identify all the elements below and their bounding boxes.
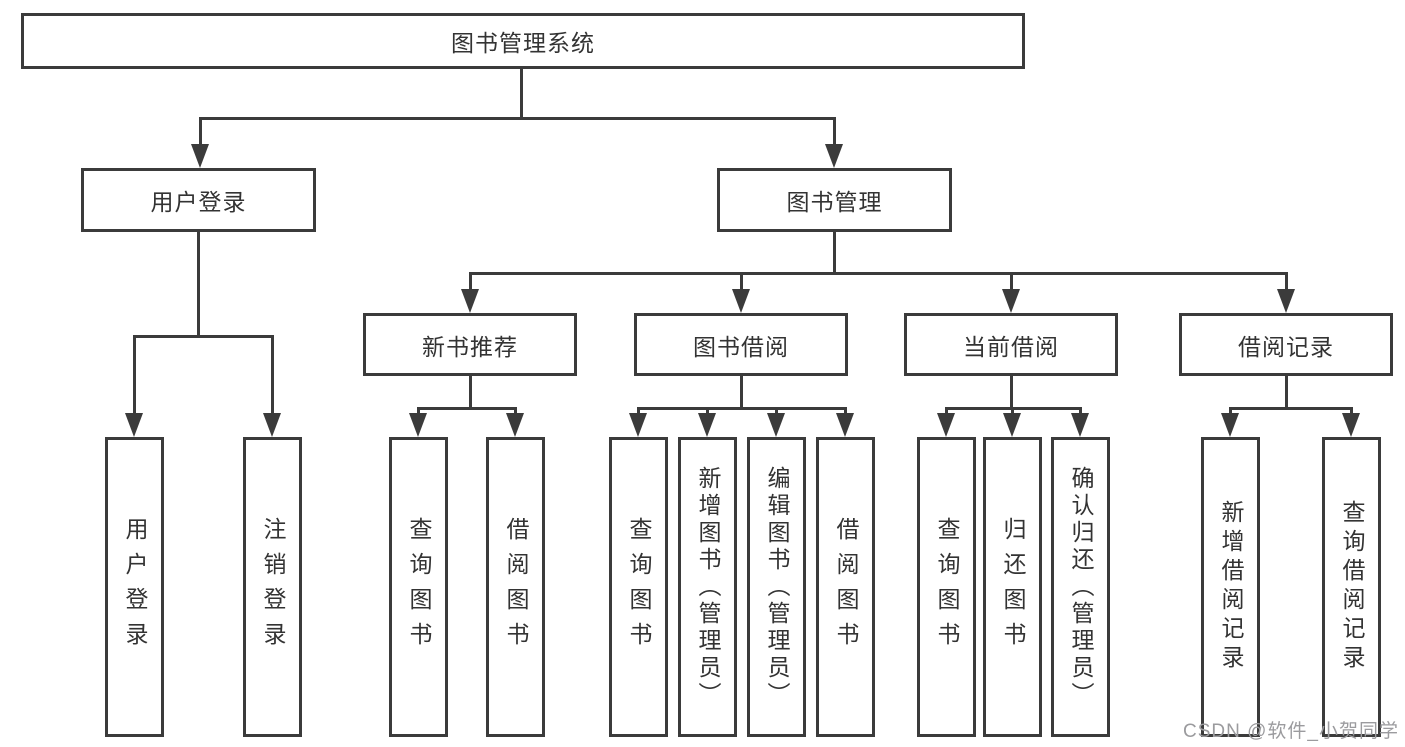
node-book-borrow: 图书借阅 bbox=[634, 313, 848, 376]
leaf-add-borrow-record: 新增借阅记录 bbox=[1201, 437, 1260, 737]
leaf-newbook-borrow-books-label: 借阅图书 bbox=[503, 517, 529, 657]
leaf-newbook-query-books: 查询图书 bbox=[389, 437, 448, 737]
leaf-confirm-return-admin: 确认归还（管理员） bbox=[1051, 437, 1110, 737]
connector-vline bbox=[706, 407, 709, 413]
node-root: 图书管理系统 bbox=[21, 13, 1025, 69]
node-book-management-label: 图书管理 bbox=[786, 189, 883, 215]
arrow-down-icon bbox=[698, 413, 716, 437]
node-book-borrow-label: 图书借阅 bbox=[693, 333, 789, 360]
connector-vline bbox=[520, 67, 523, 117]
node-borrow-records-label: 借阅记录 bbox=[1238, 333, 1334, 360]
arrow-down-icon bbox=[629, 413, 647, 437]
leaf-return-books: 归还图书 bbox=[983, 437, 1042, 737]
watermark: CSDN @软件_小贺同学 bbox=[1183, 721, 1399, 742]
connector-vline bbox=[1010, 272, 1013, 289]
leaf-add-borrow-record-label: 新增借阅记录 bbox=[1218, 500, 1244, 674]
connector-vline bbox=[1011, 407, 1014, 413]
connector-vline bbox=[775, 407, 778, 413]
node-new-book-recommend-label: 新书推荐 bbox=[422, 333, 518, 360]
connector-vline bbox=[1229, 407, 1232, 413]
leaf-borrow-books: 借阅图书 bbox=[816, 437, 875, 737]
arrow-down-icon bbox=[191, 144, 209, 168]
connector-vline bbox=[637, 407, 640, 413]
leaf-return-books-label: 归还图书 bbox=[1000, 517, 1026, 657]
connector-vline bbox=[469, 272, 472, 289]
leaf-borrow-query-books: 查询图书 bbox=[609, 437, 668, 737]
arrow-down-icon bbox=[409, 413, 427, 437]
node-user-login-label: 用户登录 bbox=[150, 189, 247, 215]
arrow-down-icon bbox=[1221, 413, 1239, 437]
connector-vline bbox=[199, 117, 202, 144]
node-borrow-records: 借阅记录 bbox=[1179, 313, 1393, 376]
connector-hline bbox=[199, 117, 836, 120]
arrow-down-icon bbox=[732, 289, 750, 313]
connector-vline bbox=[1285, 272, 1288, 289]
leaf-newbook-borrow-books: 借阅图书 bbox=[486, 437, 545, 737]
node-new-book-recommend: 新书推荐 bbox=[363, 313, 577, 376]
connector-vline bbox=[1010, 374, 1013, 407]
connector-vline bbox=[945, 407, 948, 413]
leaf-edit-books-admin-label: 编辑图书（管理员） bbox=[764, 465, 790, 709]
arrow-down-icon bbox=[767, 413, 785, 437]
leaf-user-login-label: 用户登录 bbox=[122, 517, 148, 657]
node-user-login: 用户登录 bbox=[81, 168, 316, 232]
leaf-current-query-books: 查询图书 bbox=[917, 437, 976, 737]
connector-vline bbox=[740, 374, 743, 407]
arrow-down-icon bbox=[506, 413, 524, 437]
leaf-user-login: 用户登录 bbox=[105, 437, 164, 737]
leaf-newbook-query-books-label: 查询图书 bbox=[406, 517, 432, 657]
arrow-down-icon bbox=[1342, 413, 1360, 437]
node-current-borrow: 当前借阅 bbox=[904, 313, 1118, 376]
arrow-down-icon bbox=[461, 289, 479, 313]
connector-vline bbox=[417, 407, 420, 413]
connector-vline bbox=[1350, 407, 1353, 413]
connector-hline bbox=[133, 335, 274, 338]
connector-hline bbox=[1229, 407, 1353, 410]
arrow-down-icon bbox=[836, 413, 854, 437]
leaf-borrow-books-label: 借阅图书 bbox=[833, 517, 859, 657]
connector-vline bbox=[833, 117, 836, 144]
arrow-down-icon bbox=[937, 413, 955, 437]
arrow-down-icon bbox=[1003, 413, 1021, 437]
leaf-query-borrow-record: 查询借阅记录 bbox=[1322, 437, 1381, 737]
arrow-down-icon bbox=[125, 413, 143, 437]
arrow-down-icon bbox=[1277, 289, 1295, 313]
leaf-add-books-admin-label: 新增图书（管理员） bbox=[695, 465, 721, 709]
connector-hline bbox=[637, 407, 847, 410]
connector-vline bbox=[844, 407, 847, 413]
connector-hline bbox=[417, 407, 517, 410]
leaf-logout: 注销登录 bbox=[243, 437, 302, 737]
connector-vline bbox=[133, 335, 136, 413]
node-current-borrow-label: 当前借阅 bbox=[963, 333, 1059, 360]
connector-vline bbox=[469, 374, 472, 407]
connector-vline bbox=[271, 335, 274, 413]
leaf-logout-label: 注销登录 bbox=[260, 517, 286, 657]
connector-vline bbox=[833, 231, 836, 272]
arrow-down-icon bbox=[1071, 413, 1089, 437]
node-book-management: 图书管理 bbox=[717, 168, 952, 232]
leaf-current-query-books-label: 查询图书 bbox=[934, 517, 960, 657]
connector-vline bbox=[197, 231, 200, 335]
arrow-down-icon bbox=[263, 413, 281, 437]
connector-vline bbox=[740, 272, 743, 289]
leaf-query-borrow-record-label: 查询借阅记录 bbox=[1339, 500, 1365, 674]
connector-vline bbox=[1079, 407, 1082, 413]
arrow-down-icon bbox=[825, 144, 843, 168]
leaf-borrow-query-books-label: 查询图书 bbox=[626, 517, 652, 657]
leaf-confirm-return-admin-label: 确认归还（管理员） bbox=[1068, 465, 1094, 709]
node-root-label: 图书管理系统 bbox=[451, 30, 595, 56]
connector-vline bbox=[1285, 374, 1288, 407]
leaf-edit-books-admin: 编辑图书（管理员） bbox=[747, 437, 806, 737]
arrow-down-icon bbox=[1002, 289, 1020, 313]
connector-vline bbox=[514, 407, 517, 413]
connector-hline bbox=[469, 272, 1288, 275]
leaf-add-books-admin: 新增图书（管理员） bbox=[678, 437, 737, 737]
